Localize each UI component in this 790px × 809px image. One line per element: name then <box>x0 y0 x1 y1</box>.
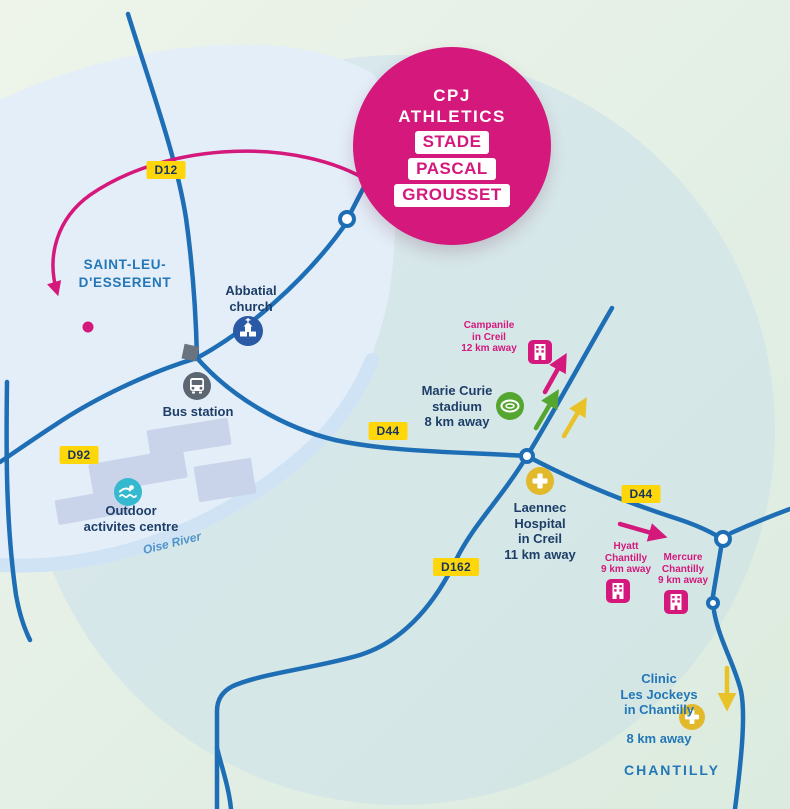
stadium-location-dot <box>82 321 94 333</box>
poi-label-abbatial-church: Abbatial church <box>225 283 276 314</box>
road-d44-west <box>194 355 530 459</box>
poi-label-clinic-les-jockeys: Clinic Les Jockeys in Chantilly <box>620 671 697 718</box>
poi-label-line: Clinic <box>641 671 677 686</box>
poi-label-line: stadium <box>432 398 482 414</box>
bus-icon <box>183 372 211 400</box>
poi-label-mercure: Mercure Chantilly 9 km away <box>658 552 708 587</box>
hotel-building-icon <box>606 579 630 603</box>
poi-label-laennec-hospital: Laennec Hospital in Creil 11 km away <box>504 500 576 562</box>
town-label-chantilly: CHANTILLY <box>623 762 721 778</box>
road-d12 <box>125 11 200 361</box>
poi-label-line: Les Jockeys <box>620 686 698 702</box>
direction-arrow-creil-magenta <box>542 353 567 395</box>
poi-label-campanile: Campanile in Creil 12 km away <box>461 320 517 355</box>
swimmer-icon <box>114 478 142 506</box>
road-badge-d12: D12 <box>146 161 186 179</box>
poi-label-line: in Chantilly <box>623 702 695 717</box>
roundabout <box>706 596 720 610</box>
poi-label-line: 9 km away <box>600 564 652 575</box>
building-block <box>54 488 130 525</box>
town-label-line: SAINT-LEU- <box>83 257 167 272</box>
poi-label-line: Marie Curie <box>421 383 493 398</box>
station-building-marker <box>181 343 200 362</box>
poi-label-line: Chantilly <box>661 563 705 575</box>
hotel-building-icon <box>528 340 552 364</box>
poi-label-line: Outdoor <box>105 503 157 518</box>
road-badge-d162: D162 <box>433 558 479 576</box>
poi-label-line: in Creil <box>517 531 563 546</box>
poi-label-line: Hospital <box>514 515 566 531</box>
road-bottom-fork <box>214 745 234 809</box>
hotel-building-icon <box>664 590 688 614</box>
church-icon <box>233 316 263 346</box>
building-block <box>193 457 257 503</box>
poi-label-line: church <box>229 298 273 314</box>
poi-label-line: Laennec <box>513 500 567 515</box>
direction-arrow-creil-yellow <box>561 397 587 439</box>
road-junction-to-roundabout <box>194 219 350 361</box>
hospital-cross-icon <box>526 467 554 495</box>
road-badge-d92: D92 <box>59 446 99 464</box>
bubble-title-line: ATHLETICS <box>398 107 506 127</box>
poi-label-outdoor-centre: Outdoor activites centre <box>84 503 179 534</box>
building-block <box>146 418 232 457</box>
bubble-chip: GROUSSET <box>394 184 510 207</box>
bubble-chip: STADE <box>414 131 490 154</box>
town-buildings <box>54 418 257 525</box>
poi-label-line: Chantilly <box>604 552 648 564</box>
poi-label-bus-station: Bus station <box>163 404 234 420</box>
oise-river <box>0 353 379 573</box>
road-d44-east <box>524 453 725 542</box>
poi-label-hyatt: Hyatt Chantilly 9 km away <box>601 541 651 576</box>
road-chantilly-south <box>711 608 746 809</box>
title-bubble: CPJ ATHLETICS STADE PASCAL GROUSSET <box>353 47 551 245</box>
poi-label-line: Bus station <box>162 404 234 419</box>
stadium-icon <box>496 392 524 420</box>
road-badge-d44-east: D44 <box>621 485 661 503</box>
poi-label-line: Campanile <box>463 320 515 331</box>
roundabout <box>714 530 732 548</box>
building-block <box>88 448 188 494</box>
road-left-edge <box>4 379 33 643</box>
poi-label-line: Abbatial <box>225 283 277 298</box>
road-east-exit <box>728 506 790 536</box>
hospital-cross-icon <box>679 704 705 730</box>
bubble-chip: PASCAL <box>408 157 496 181</box>
poi-label-line: 9 km away <box>657 575 709 586</box>
roundabout <box>519 448 535 464</box>
bubble-title-line: CPJ <box>433 86 471 106</box>
road-creil-d162 <box>214 305 615 809</box>
town-label-line: D'ESSERENT <box>78 275 172 290</box>
poi-label-line: Hyatt <box>613 541 639 552</box>
road-d92 <box>0 355 200 465</box>
direction-arrow-hotels-magenta <box>617 521 668 542</box>
roundabout <box>338 210 356 228</box>
poi-label-line: activites centre <box>83 518 179 534</box>
poi-label-line: in Creil <box>472 331 506 343</box>
route-arrow-to-stadium <box>47 149 372 297</box>
poi-label-clinic-distance: 8 km away <box>626 731 692 746</box>
road-roundabout-link <box>710 545 724 599</box>
town-label-saint-leu: SAINT-LEU- D'ESSERENT <box>79 256 172 292</box>
roundabouts <box>338 210 732 610</box>
town-area <box>0 44 396 566</box>
poi-label-line: 12 km away <box>461 343 517 354</box>
poi-label-line: 11 km away <box>504 546 576 562</box>
road-badge-d44-west: D44 <box>368 422 408 440</box>
poi-label-line: Mercure <box>663 552 703 563</box>
poi-label-marie-curie-stadium: Marie Curie stadium 8 km away <box>422 383 493 430</box>
poi-label-line: 8 km away <box>424 414 490 429</box>
direction-arrow-creil-green <box>533 389 559 431</box>
